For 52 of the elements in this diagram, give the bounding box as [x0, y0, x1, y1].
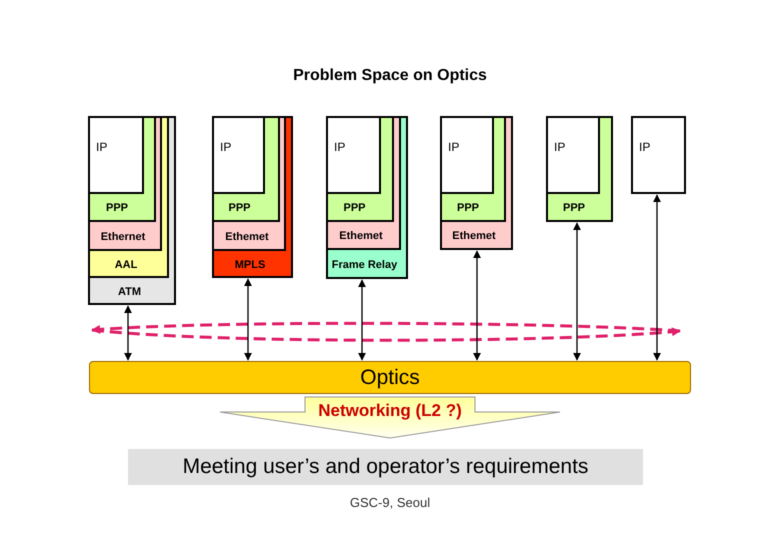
layer-label: PPP — [227, 201, 252, 216]
protocol-layer-box — [88, 116, 176, 305]
layer-label: ATM — [116, 284, 142, 300]
layer-label: Ethemet — [224, 230, 270, 244]
optics-bar — [89, 361, 691, 394]
layer-label: IP — [639, 140, 650, 154]
protocol-layer-box — [440, 116, 506, 222]
block-arrow — [220, 396, 560, 438]
double-headed-arrow — [473, 250, 481, 361]
protocol-layer-box — [212, 116, 280, 222]
protocol-layer-box — [88, 116, 162, 251]
layer-label: MPLS — [234, 258, 266, 272]
layer-label: IP — [220, 140, 232, 154]
double-headed-arrow — [244, 278, 252, 361]
footer-note: GSC-9, Seoul — [348, 495, 432, 510]
protocol-layer-box — [326, 116, 401, 250]
protocol-layer-box — [88, 116, 144, 194]
protocol-layer-box — [212, 116, 293, 278]
requirements-text: Meeting user’s and operator’s requirements — [182, 454, 590, 480]
optics-label: Optics — [359, 364, 421, 390]
layer-label: IP — [448, 140, 460, 154]
layer-label: PPP — [104, 201, 129, 216]
layer-label: AAL — [114, 258, 138, 272]
protocol-layer-box — [631, 116, 686, 194]
double-headed-arrow — [653, 194, 661, 361]
layer-label: PPP — [562, 201, 586, 216]
double-headed-arrow — [124, 305, 132, 361]
edge-label: Networking (L2 ?) — [317, 400, 463, 422]
protocol-layer-box — [326, 116, 408, 279]
layer-label: IP — [96, 140, 108, 154]
diagram-title: Problem Space on Optics — [292, 67, 488, 85]
layer-label: Ethemet — [338, 229, 384, 244]
protocol-layer-box — [88, 116, 156, 222]
protocol-layer-box — [546, 116, 600, 194]
layer-label: IP — [334, 140, 346, 154]
protocol-layer-box — [546, 116, 613, 222]
protocol-layer-box — [440, 116, 513, 250]
protocol-layer-box — [440, 116, 494, 194]
layer-label: Frame Relay — [330, 258, 398, 272]
double-headed-arrow — [573, 222, 581, 361]
double-headed-arrow — [358, 279, 366, 361]
protocol-layer-box — [212, 116, 286, 251]
protocol-layer-box — [88, 116, 169, 278]
layer-label: Ethemet — [451, 229, 497, 244]
layer-label: IP — [554, 140, 566, 154]
layer-label: PPP — [342, 201, 366, 216]
protocol-layer-box — [212, 116, 265, 194]
layer-label: PPP — [456, 201, 480, 216]
protocol-layer-box — [326, 116, 381, 194]
protocol-layer-box — [326, 116, 394, 222]
layer-label: Ethernet — [100, 230, 146, 244]
requirements-banner — [128, 449, 643, 485]
